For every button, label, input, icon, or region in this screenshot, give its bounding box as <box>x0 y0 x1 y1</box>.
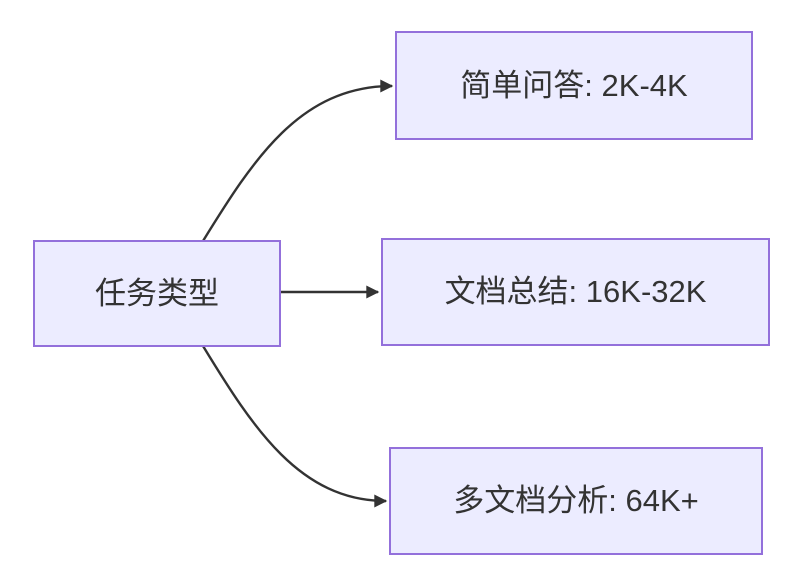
node-task-type: 任务类型 <box>33 240 281 347</box>
edge-root-to-simple-qa <box>201 79 394 242</box>
edge-root-to-multi-doc <box>201 345 388 508</box>
node-multi-doc-analysis-label: 多文档分析: 64K+ <box>453 483 699 519</box>
node-simple-qa-label: 简单问答: 2K-4K <box>460 67 688 103</box>
node-multi-doc-analysis: 多文档分析: 64K+ <box>389 447 763 555</box>
node-simple-qa: 简单问答: 2K-4K <box>395 31 753 140</box>
node-doc-summary-label: 文档总结: 16K-32K <box>444 274 707 310</box>
node-doc-summary: 文档总结: 16K-32K <box>381 238 770 346</box>
node-task-type-label: 任务类型 <box>95 275 219 311</box>
